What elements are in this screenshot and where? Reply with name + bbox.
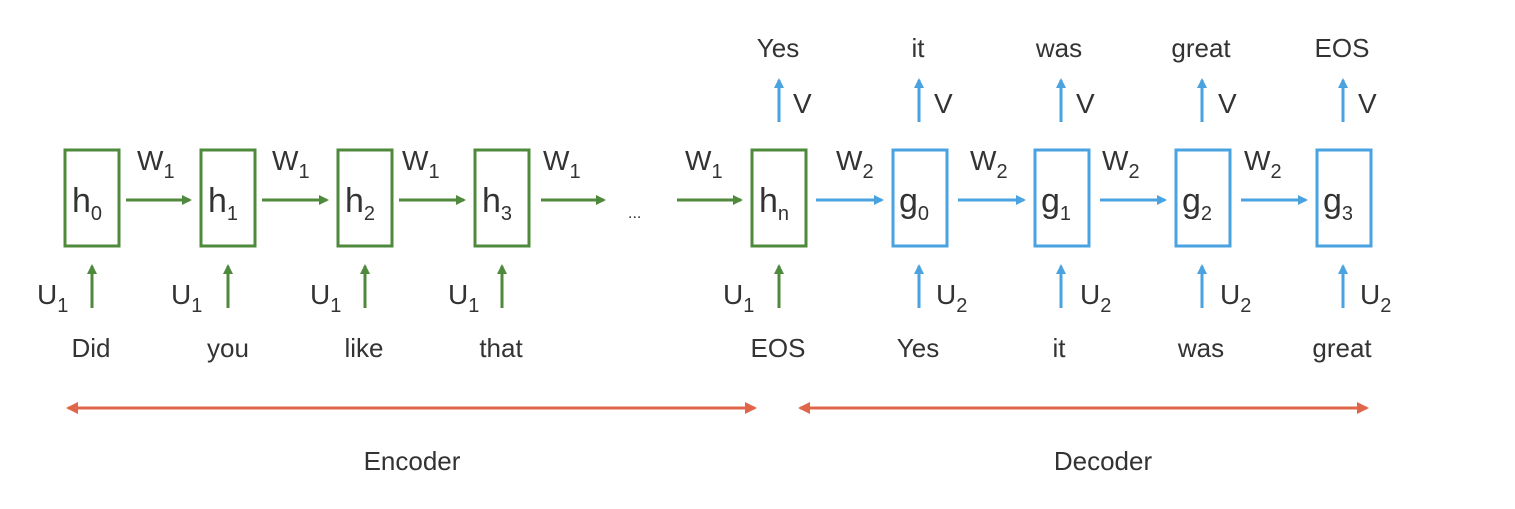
- svg-text:g0: g0: [899, 182, 929, 225]
- weight-label-v-a: V: [793, 88, 812, 119]
- decoder-input-word-great: great: [1312, 333, 1372, 363]
- weight-label-u1-c: U1: [310, 279, 341, 317]
- svg-text:h3: h3: [482, 182, 512, 225]
- weight-label-u1-e: U1: [723, 279, 754, 317]
- weight-label-w2-c: W2: [1102, 145, 1140, 183]
- output-word-was: was: [1035, 33, 1082, 63]
- weight-label-v-b: V: [934, 88, 953, 119]
- decoder-node-g3: g3: [1315, 148, 1373, 248]
- weight-label-u1-a: U1: [37, 279, 68, 317]
- output-word-it: it: [912, 33, 926, 63]
- encoder-node-h2: h2: [336, 148, 394, 248]
- weight-label-u1-d: U1: [448, 279, 479, 317]
- svg-text:hn: hn: [759, 182, 789, 225]
- weight-label-u2-a: U2: [936, 279, 967, 317]
- svg-text:h2: h2: [345, 182, 375, 225]
- decoder-node-g0: g0: [891, 148, 949, 248]
- output-word-yes: Yes: [757, 33, 799, 63]
- decoder-input-word-it: it: [1053, 333, 1067, 363]
- weight-label-w2-d: W2: [1244, 145, 1282, 183]
- encoder-node-h0: h0: [63, 148, 121, 248]
- decoder-node-g2: g2: [1174, 148, 1232, 248]
- encoder-input-word-you: you: [207, 333, 249, 363]
- decoder-input-word-yes: Yes: [897, 333, 939, 363]
- weight-label-w1-b: W1: [272, 145, 310, 183]
- decoder-section-label: Decoder: [1054, 446, 1153, 476]
- weight-label-w2-a: W2: [836, 145, 874, 183]
- output-word-great: great: [1171, 33, 1231, 63]
- weight-label-w1-e: W1: [685, 145, 723, 183]
- ellipsis: ...: [628, 205, 641, 222]
- encoder-node-h1: h1: [199, 148, 257, 248]
- weight-label-w1-a: W1: [137, 145, 175, 183]
- weight-label-u2-b: U2: [1080, 279, 1111, 317]
- encoder-input-word-that: that: [479, 333, 523, 363]
- svg-text:h1: h1: [208, 182, 238, 225]
- encoder-section-label: Encoder: [364, 446, 461, 476]
- weight-label-u1-b: U1: [171, 279, 202, 317]
- encoder-input-word-did: Did: [71, 333, 110, 363]
- weight-label-w2-b: W2: [970, 145, 1008, 183]
- weight-label-w1-d: W1: [543, 145, 581, 183]
- encoder-node-hn: hn: [750, 148, 808, 248]
- encoder-input-word-like: like: [344, 333, 383, 363]
- output-word-eos: EOS: [1315, 33, 1370, 63]
- svg-text:g2: g2: [1182, 182, 1212, 225]
- weight-label-u2-d: U2: [1360, 279, 1391, 317]
- decoder-input-arrows: [914, 264, 1348, 308]
- encoder-input-word-eos: EOS: [751, 333, 806, 363]
- weight-label-u2-c: U2: [1220, 279, 1251, 317]
- svg-text:g3: g3: [1323, 182, 1353, 225]
- weight-label-v-e: V: [1358, 88, 1377, 119]
- svg-text:h0: h0: [72, 182, 102, 225]
- svg-text:g1: g1: [1041, 182, 1071, 225]
- decoder-output-arrows: [774, 78, 1348, 122]
- encoder-input-arrows: [87, 264, 784, 308]
- encoder-node-h3: h3: [473, 148, 531, 248]
- weight-label-v-d: V: [1218, 88, 1237, 119]
- weight-label-v-c: V: [1076, 88, 1095, 119]
- decoder-node-g1: g1: [1033, 148, 1091, 248]
- weight-label-w1-c: W1: [402, 145, 440, 183]
- decoder-input-word-was: was: [1177, 333, 1224, 363]
